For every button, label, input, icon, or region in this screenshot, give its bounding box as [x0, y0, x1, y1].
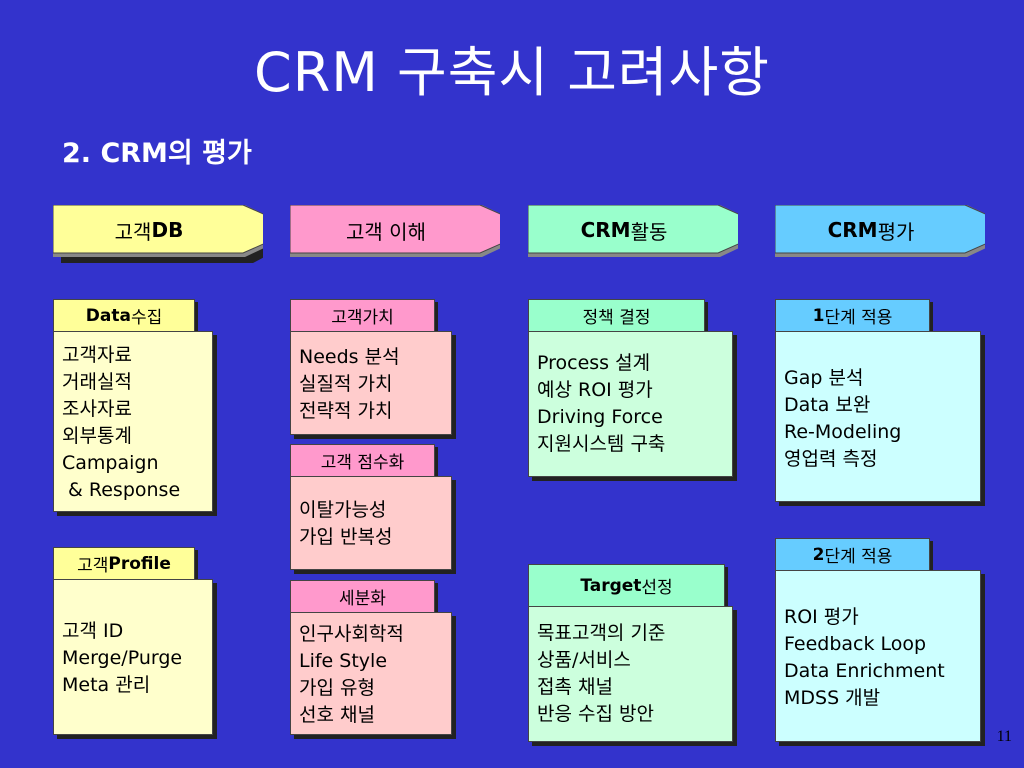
- stage-arrow-crm-activity: CRM 활동: [528, 205, 738, 263]
- tab-segmentation: 세분화: [290, 580, 435, 612]
- slide-title: CRM 구축시 고려사항: [254, 41, 770, 104]
- tab-target-selection: Target 선정: [528, 564, 725, 606]
- tab-customer-scoring: 고객 점수화: [290, 444, 435, 476]
- stage-label-1: 고객 DB: [114, 218, 184, 244]
- tab-data-collection: Data 수집: [53, 299, 195, 331]
- stage-label-3: CRM 활동: [580, 218, 668, 244]
- stage-label-4: CRM 평가: [827, 218, 915, 244]
- page-number: 11: [996, 728, 1012, 745]
- slide-subtitle: 2. CRM의 평가: [62, 131, 252, 170]
- tab-customer-profile: 고객 Profile: [53, 547, 195, 579]
- tab-customer-value: 고객가치: [290, 299, 435, 331]
- subtitle-suffix: 의 평가: [167, 138, 252, 169]
- stage-arrow-customer-db: 고객 DB: [53, 205, 263, 263]
- tab-policy-decision: 정책 결정: [528, 299, 705, 331]
- stage-arrow-customer-understanding: 고객 이해: [290, 205, 500, 263]
- stage-arrow-crm-evaluation: CRM 평가: [775, 205, 985, 263]
- subtitle-prefix: 2. CRM: [62, 138, 168, 169]
- stage-label-2: 고객 이해: [346, 219, 426, 244]
